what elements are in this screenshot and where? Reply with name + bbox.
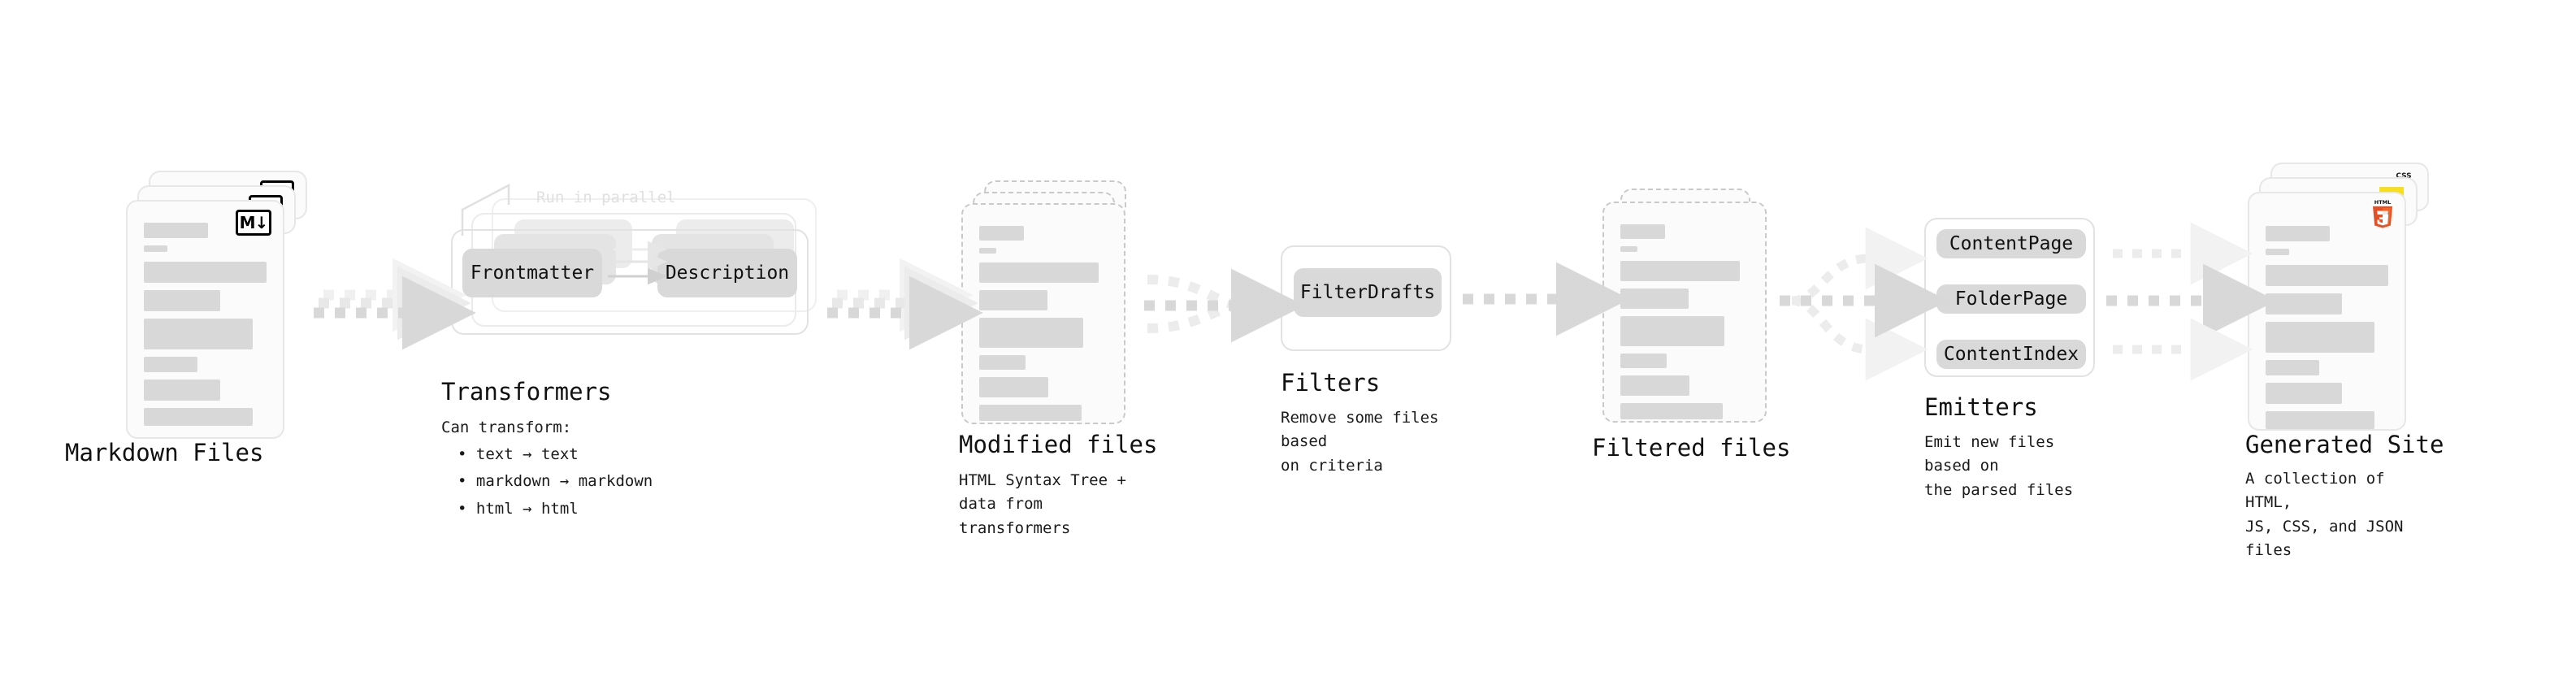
stage-emitters: ContentPage FolderPage ContentIndex Emit… xyxy=(1924,218,2095,499)
generated-subtitle: A collection of HTML, JS, CSS, and JSON … xyxy=(2245,470,2404,560)
filters-subtitle: Remove some files based on criteria xyxy=(1281,409,1439,475)
transformers-group-front: Frontmatter Description xyxy=(451,229,809,335)
arrow-transformers-to-modified xyxy=(827,258,983,350)
transformer-chip-frontmatter[interactable]: Frontmatter xyxy=(462,249,602,297)
list-item: html → html xyxy=(458,496,653,523)
filtered-card-front xyxy=(1602,202,1767,423)
modified-caption: Modified files xyxy=(959,431,1158,458)
emitters-subtitle: Emit new files based on the parsed files xyxy=(1924,433,2074,499)
filtered-skeleton-body xyxy=(1620,224,1749,427)
modified-subtitle: HTML Syntax Tree + data from transformer… xyxy=(959,471,1126,537)
filtered-caption: Filtered files xyxy=(1592,434,1791,462)
modified-card-stack xyxy=(961,180,1136,424)
markdown-card-stack: M↓ M↓ M↓ xyxy=(126,171,313,439)
arrow-markdown-to-transformers xyxy=(314,258,476,350)
modified-card-front xyxy=(961,203,1125,424)
markdown-skeleton-body xyxy=(144,223,267,433)
generated-caption: Generated Site xyxy=(2245,431,2444,458)
svg-text:HTML: HTML xyxy=(2374,199,2391,206)
filters-group: FilterDrafts xyxy=(1281,245,1451,351)
filter-chip-filterdrafts[interactable]: FilterDrafts xyxy=(1294,268,1442,317)
stage-filtered-files: Filtered files xyxy=(1592,189,1790,462)
list-item: markdown → markdown xyxy=(458,468,653,495)
stage-modified-files: Modified files HTML Syntax Tree + data f… xyxy=(959,180,1157,537)
transformers-caption: Transformers xyxy=(441,378,612,406)
transformers-group-stack: . . . . Frontmatter Description xyxy=(451,195,833,349)
generated-card-stack: CSS HTML xyxy=(2248,163,2435,431)
arrow-modified-to-filters xyxy=(1144,268,1305,343)
generated-card-front: HTML xyxy=(2248,192,2406,431)
list-item: text → text xyxy=(458,441,653,468)
transformers-bullet-list: text → text markdown → markdown html → h… xyxy=(458,441,653,523)
stage-filters: FilterDrafts Filters Remove some files b… xyxy=(1281,245,1451,475)
emitter-chip-contentpage[interactable]: ContentPage xyxy=(1936,229,2086,258)
filtered-card-stack xyxy=(1602,189,1777,424)
filters-caption: Filters xyxy=(1281,369,1381,397)
emitter-chip-folderpage[interactable]: FolderPage xyxy=(1936,284,2086,314)
markdown-card-front: M↓ xyxy=(126,200,284,439)
css-badge-label: CSS xyxy=(2396,172,2412,180)
transformers-lead: Can transform: xyxy=(441,419,572,436)
emitters-caption: Emitters xyxy=(1924,393,2038,421)
markdown-badge: M↓ xyxy=(236,210,271,236)
stage-generated-site: CSS HTML xyxy=(2245,163,2444,559)
stage-transformers: . . . . Frontmatter Description Run in p… xyxy=(441,189,833,518)
markdown-caption: Markdown Files xyxy=(65,439,264,466)
modified-skeleton-body xyxy=(979,226,1108,428)
emitters-group: ContentPage FolderPage ContentIndex xyxy=(1924,218,2095,377)
emitter-chip-contentindex[interactable]: ContentIndex xyxy=(1936,340,2086,369)
run-in-parallel-label: Run in parallel xyxy=(536,189,676,206)
generated-skeleton-body xyxy=(2266,226,2388,436)
arrow-emitters-to-generated xyxy=(2106,222,2277,381)
transformer-chip-description[interactable]: Description xyxy=(657,249,797,297)
html5-badge: HTML xyxy=(2370,198,2395,232)
arrow-filtered-to-emitters xyxy=(1780,227,1949,381)
stage-markdown-files: M↓ M↓ M↓ Markdown Files xyxy=(65,171,313,466)
html5-icon: HTML xyxy=(2373,199,2392,228)
